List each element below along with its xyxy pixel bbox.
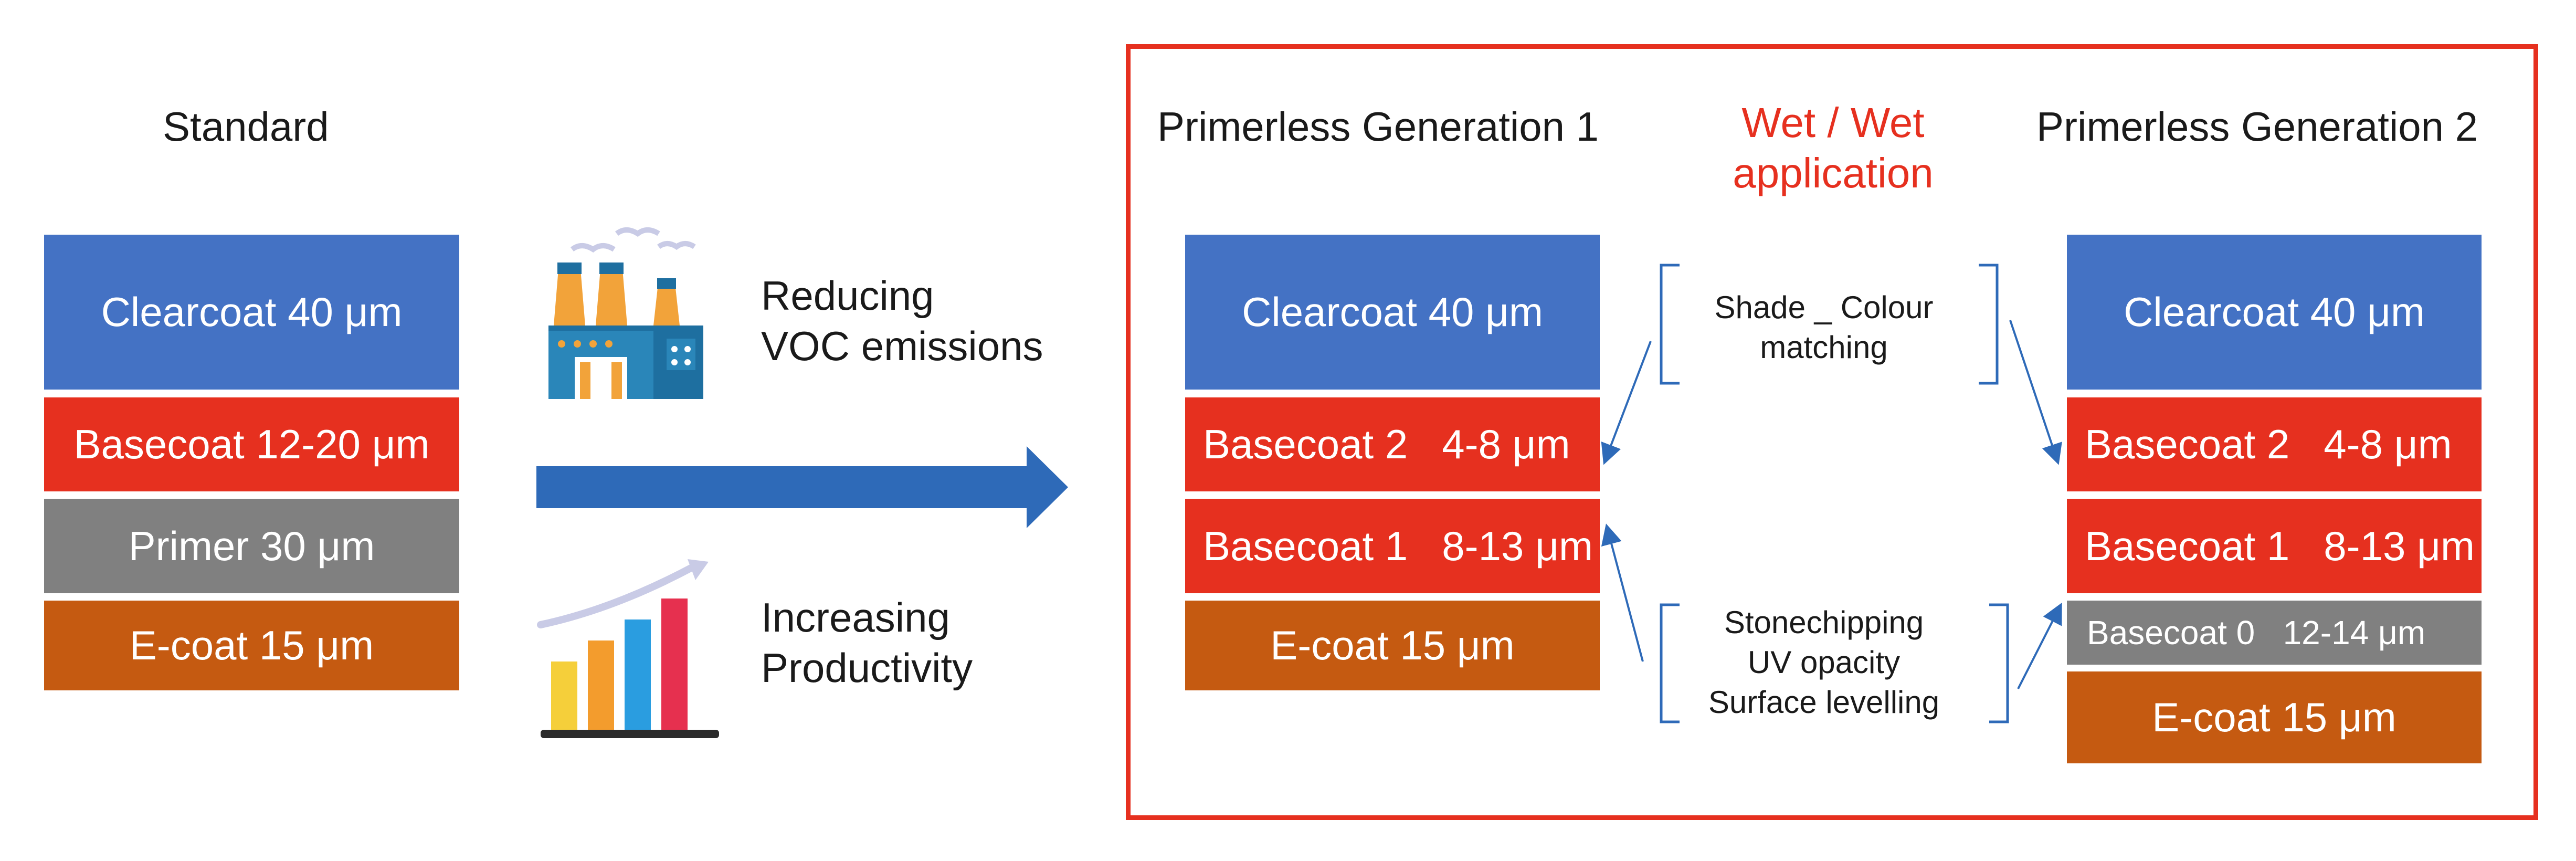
benefit-productivity: Increasing Productivity — [761, 594, 973, 691]
factory-icon — [548, 227, 703, 399]
gen2-basecoat0-layer: Basecoat 0 12-14 μm — [2067, 601, 2482, 665]
gen2-basecoat2-layer: Basecoat 2 4-8 μm — [2067, 397, 2482, 491]
arrow-to-gen1-basecoat1 — [1601, 523, 1644, 662]
arrow-to-gen1-basecoat2 — [1601, 341, 1652, 465]
gen2-basecoat1-layer: Basecoat 1 8-13 μm — [2067, 499, 2482, 593]
gen2-title: Primerless Generation 2 — [2036, 103, 2478, 150]
gen2-ecoat-layer: E-coat 15 μm — [2067, 671, 2482, 763]
arrow-to-gen2-basecoat0 — [2017, 602, 2062, 689]
primerless-frame — [1126, 44, 2538, 820]
benefit-voc: Reducing VOC emissions — [761, 272, 1043, 369]
standard-ecoat-layer: E-coat 15 μm — [44, 601, 459, 690]
gen1-clearcoat-layer: Clearcoat 40 μm — [1185, 235, 1600, 390]
wet-wet-label: Wet / Wet application — [1733, 99, 1934, 196]
standard-primer-layer: Primer 30 μm — [44, 499, 459, 593]
standard-basecoat-layer: Basecoat 12-20 μm — [44, 397, 459, 491]
gen1-title: Primerless Generation 1 — [1157, 103, 1599, 150]
gen1-ecoat-layer: E-coat 15 μm — [1185, 601, 1600, 690]
gen1-basecoat1-layer: Basecoat 1 8-13 μm — [1185, 499, 1600, 593]
bracket-top — [1660, 264, 1999, 385]
arrow-to-gen2-basecoat2 — [2009, 320, 2062, 465]
bar-chart-growth-icon — [537, 559, 719, 738]
stonechipping-note: Stonechipping UV opacity Surface levelli… — [1708, 605, 1940, 720]
shade-colour-note: Shade _ Colour matching — [1714, 290, 1934, 365]
gen1-basecoat2-layer: Basecoat 2 4-8 μm — [1185, 397, 1600, 491]
standard-title: Standard — [163, 103, 329, 150]
bracket-bottom — [1660, 603, 2009, 723]
standard-clearcoat-layer: Clearcoat 40 μm — [44, 235, 459, 390]
gen2-clearcoat-layer: Clearcoat 40 μm — [2067, 235, 2482, 390]
